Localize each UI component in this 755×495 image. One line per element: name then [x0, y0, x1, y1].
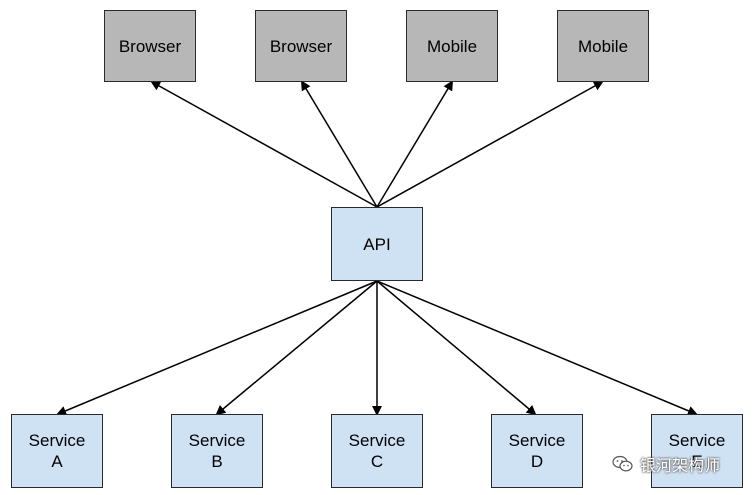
edge-api-to-client-4: [376, 81, 604, 208]
api-label: API: [363, 234, 391, 254]
service-node-c: Service C: [331, 414, 423, 488]
edge-api-to-client-2: [300, 80, 378, 208]
service-label-line2: D: [530, 452, 544, 471]
service-node-b: Service B: [171, 414, 263, 488]
client-node-browser-2: Browser: [255, 10, 347, 82]
service-label-line1: Service: [28, 431, 86, 450]
edge-api-to-client-3: [376, 80, 454, 208]
client-label: Browser: [118, 36, 182, 56]
service-label-line2: E: [691, 452, 703, 471]
service-label-line1: Service: [668, 431, 726, 450]
client-node-mobile-1: Mobile: [406, 10, 498, 82]
service-label-line1: Service: [508, 431, 566, 450]
client-node-browser-1: Browser: [104, 10, 196, 82]
client-label: Browser: [269, 36, 333, 56]
client-label: Mobile: [577, 36, 629, 56]
service-label: Service B: [189, 430, 246, 472]
api-node: API: [331, 207, 423, 281]
service-label-line2: C: [370, 452, 384, 471]
edge-api-to-service-b: [215, 280, 378, 416]
service-label: Service A: [29, 430, 86, 472]
service-label: Service E: [669, 430, 726, 472]
client-label: Mobile: [426, 36, 478, 56]
service-label-line1: Service: [188, 431, 246, 450]
client-node-mobile-2: Mobile: [557, 10, 649, 82]
edge-api-to-service-e: [376, 280, 698, 416]
service-label-line1: Service: [348, 431, 406, 450]
edge-api-to-service-a: [56, 280, 378, 416]
service-label-line2: A: [51, 452, 63, 471]
service-node-d: Service D: [491, 414, 583, 488]
service-label-line2: B: [211, 452, 223, 471]
service-node-a: Service A: [11, 414, 103, 488]
service-node-e: Service E: [651, 414, 743, 488]
edge-api-to-client-1: [150, 81, 378, 208]
service-label: Service D: [509, 430, 566, 472]
edge-api-to-service-d: [376, 280, 537, 416]
service-label: Service C: [349, 430, 406, 472]
